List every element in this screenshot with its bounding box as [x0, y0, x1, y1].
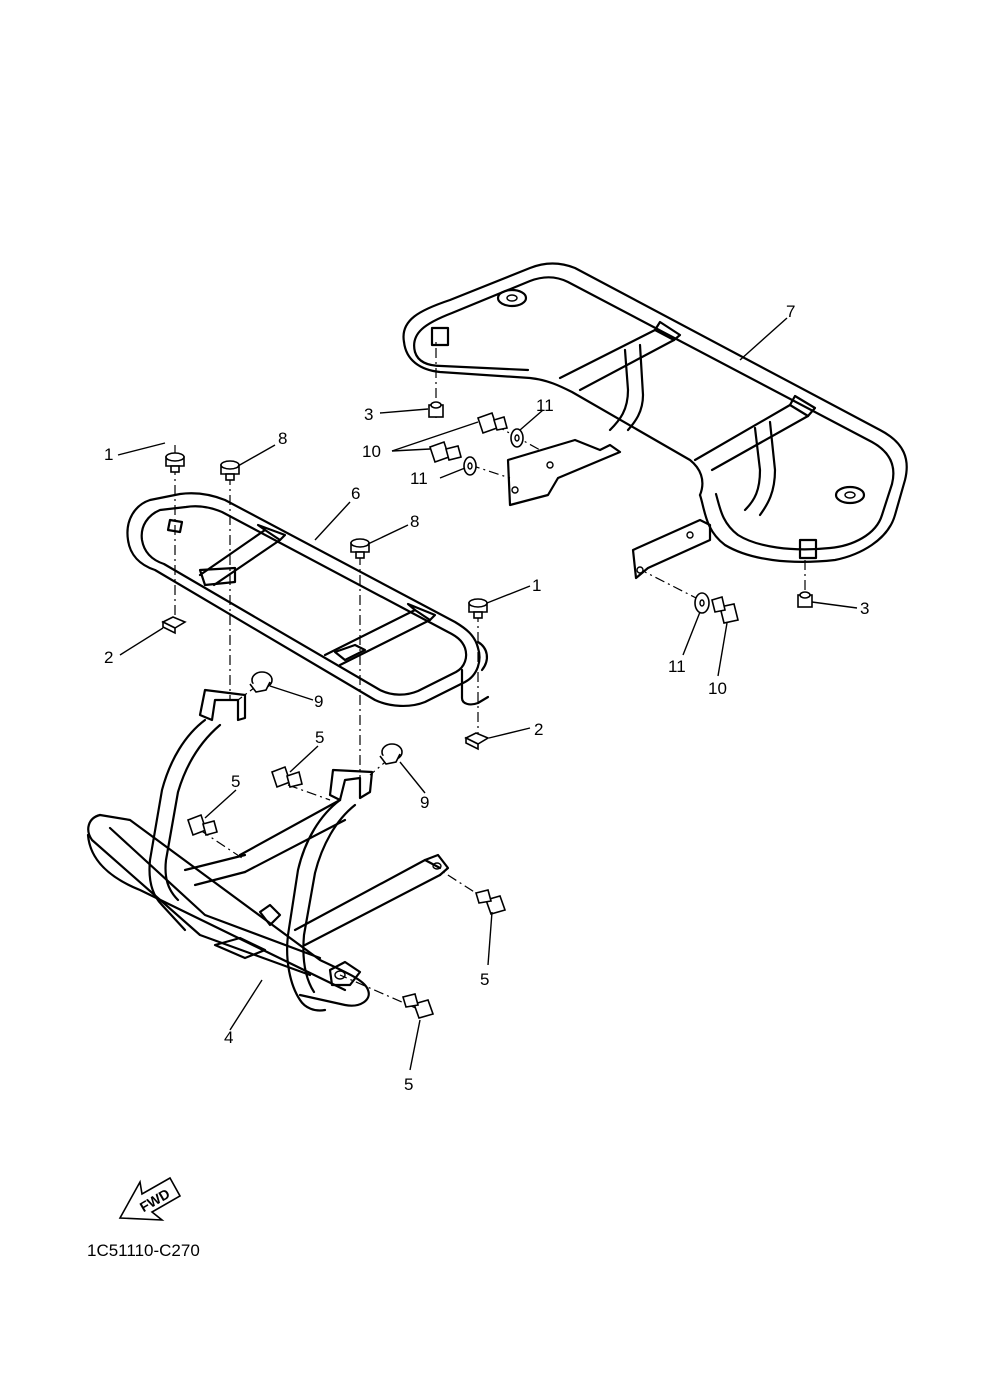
- callout-5c: 5: [480, 970, 489, 989]
- callout-3b: 3: [860, 599, 869, 618]
- cap-9-upper: [249, 671, 273, 693]
- callout-9a: 9: [314, 692, 323, 711]
- front-guard: [86, 688, 450, 1012]
- callout-11a: 11: [536, 396, 554, 415]
- washer-11-lower: [694, 592, 710, 614]
- bolt-8-left: [220, 460, 240, 481]
- callout-labels: 1 1 2 2 3 3 4 5 5 5 5 6 7 8 8 9 9 10 10 …: [104, 302, 869, 1094]
- callout-5d: 5: [404, 1075, 413, 1094]
- callout-10a: 10: [362, 442, 381, 461]
- callout-4: 4: [224, 1028, 233, 1047]
- drawing-code: 1C51110-C270: [87, 1241, 200, 1260]
- callout-11b: 11: [410, 469, 428, 488]
- fwd-arrow-icon: FWD: [118, 1176, 182, 1221]
- callout-5b: 5: [231, 772, 240, 791]
- nut-3-upper: [428, 401, 444, 418]
- rear-carrier: [402, 262, 908, 580]
- hardware: [161, 401, 813, 1019]
- bolt-1-left: [165, 452, 185, 473]
- nut-2-right: [464, 732, 490, 751]
- washer-11-upper: [510, 428, 524, 448]
- callout-5a: 5: [315, 728, 324, 747]
- callout-8b: 8: [410, 512, 419, 531]
- callout-9b: 9: [420, 793, 429, 812]
- callout-3a: 3: [364, 405, 373, 424]
- cap-9-lower: [379, 743, 403, 765]
- nut-3-lower: [797, 591, 813, 608]
- callout-2b: 2: [534, 720, 543, 739]
- bolt-5-d: [401, 993, 435, 1019]
- callout-7: 7: [786, 302, 795, 321]
- bolt-5-b: [186, 813, 218, 837]
- bolt-1-right: [468, 598, 488, 619]
- front-carrier: [126, 492, 490, 707]
- callout-6: 6: [351, 484, 360, 503]
- callout-1a: 1: [104, 445, 113, 464]
- bolt-10-lower: [711, 595, 739, 624]
- bolt-8-right: [350, 538, 370, 559]
- bolt-5-c: [474, 889, 507, 915]
- nut-2-left: [161, 616, 187, 635]
- callout-11c: 11: [668, 657, 686, 676]
- callout-2a: 2: [104, 648, 113, 667]
- bolt-10-upper: [476, 411, 508, 435]
- bolt-10-middle: [428, 440, 462, 464]
- callout-8a: 8: [278, 429, 287, 448]
- leader-lines: [117, 317, 858, 1071]
- bolt-5-a: [270, 765, 303, 789]
- callout-10b: 10: [708, 679, 727, 698]
- washer-11-middle: [463, 456, 477, 476]
- callout-1b: 1: [532, 576, 541, 595]
